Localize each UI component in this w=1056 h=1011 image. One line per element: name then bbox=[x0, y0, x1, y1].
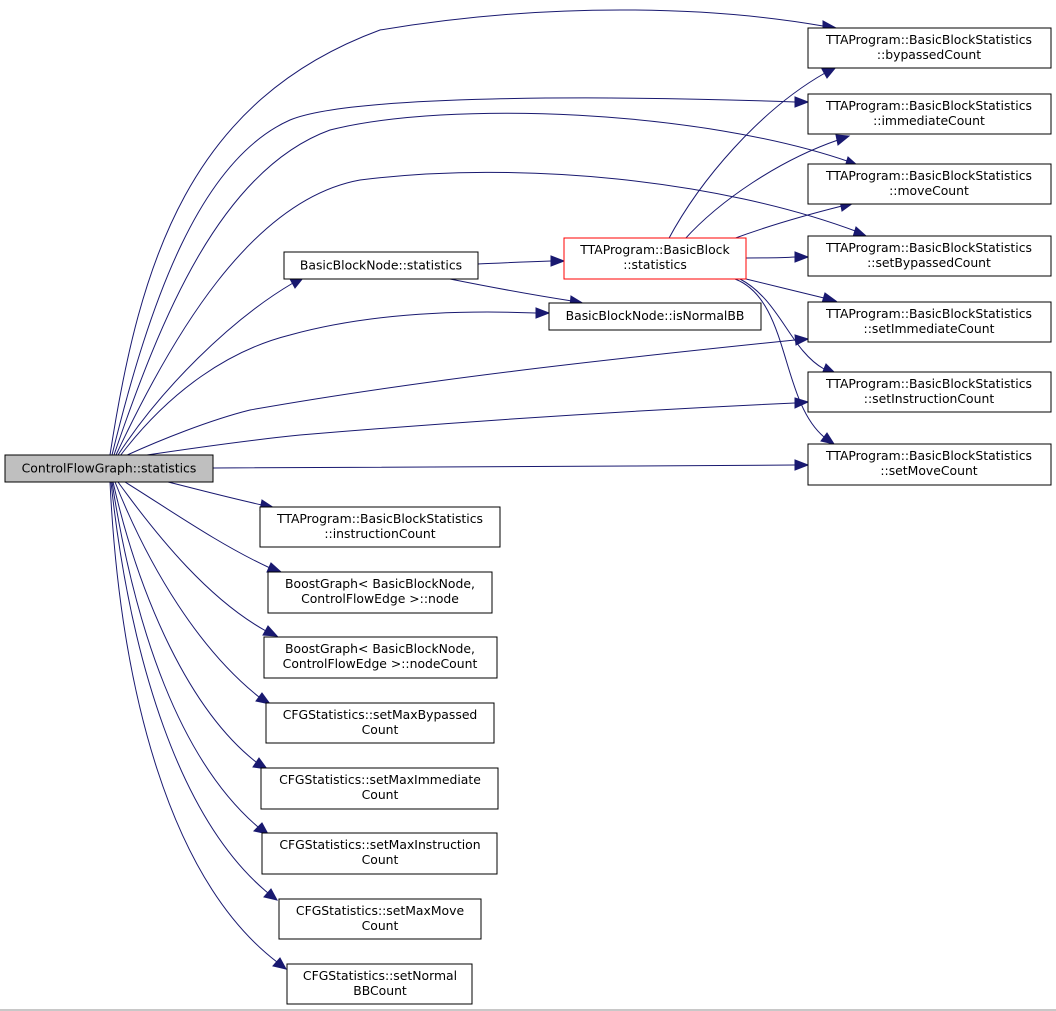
edge-root-bypassed-count bbox=[109, 9, 838, 456]
edge-root-move-count bbox=[113, 112, 860, 456]
node-label-line-2: ControlFlowEdge >::node bbox=[301, 591, 459, 606]
edges bbox=[109, 9, 868, 970]
node-basicblocknode-isnormalbb[interactable]: BasicBlockNode::isNormalBB bbox=[548, 302, 762, 331]
node-setimmediatecount[interactable]: TTAProgram::BasicBlockStatistics ::setIm… bbox=[807, 301, 1052, 343]
edge-root-set-instruction-count bbox=[139, 397, 810, 457]
node-label-line-2: ::setInstructionCount bbox=[864, 391, 995, 406]
node-instructioncount[interactable]: TTAProgram::BasicBlockStatistics ::instr… bbox=[259, 506, 501, 548]
node-cfgstatistics-setmaximmediatecount[interactable]: CFGStatistics::setMaxImmediate Count bbox=[260, 767, 499, 810]
node-label-line-2: ::bypassedCount bbox=[877, 47, 981, 62]
node-immediatecount[interactable]: TTAProgram::BasicBlockStatistics ::immed… bbox=[807, 93, 1052, 135]
node-label-line-1: CFGStatistics::setMaxImmediate bbox=[279, 772, 481, 787]
edge-bbnode-statistics-is-normal-bb bbox=[449, 278, 586, 307]
edge-root-set-max-bypassed bbox=[114, 481, 272, 705]
node-ttaprogram-basicblock-statistics[interactable]: TTAProgram::BasicBlock ::statistics bbox=[563, 237, 747, 280]
edge-root-set-move-count bbox=[212, 459, 810, 471]
node-cfgstatistics-setnormalbbcount[interactable]: CFGStatistics::setNormal BBCount bbox=[286, 963, 473, 1005]
edge-root-boost-node bbox=[124, 481, 283, 573]
node-cfgstatistics-setmaxbypassedcount[interactable]: CFGStatistics::setMaxBypassed Count bbox=[265, 702, 495, 744]
node-setbypassedcount[interactable]: TTAProgram::BasicBlockStatistics ::setBy… bbox=[807, 235, 1052, 277]
node-basicblocknode-statistics[interactable]: BasicBlockNode::statistics bbox=[283, 251, 479, 280]
node-label: ControlFlowGraph::statistics bbox=[22, 461, 197, 476]
edge-root-set-max-instruction bbox=[111, 481, 269, 835]
edge-root-boost-node-count bbox=[117, 481, 279, 637]
node-cfgstatistics-setmaxmovecount[interactable]: CFGStatistics::setMaxMove Count bbox=[278, 898, 482, 940]
edge-root-immediate-count bbox=[111, 96, 810, 456]
node-label-line-1: TTAProgram::BasicBlock bbox=[579, 242, 730, 257]
edge-root-is-normal-bb bbox=[119, 307, 551, 457]
bottom-border bbox=[0, 1009, 1056, 1011]
node-label-line-1: TTAProgram::BasicBlockStatistics bbox=[825, 168, 1032, 183]
edge-bb-statistics-set-immediate-count bbox=[745, 278, 838, 304]
node-label-line-1: TTAProgram::BasicBlockStatistics bbox=[825, 376, 1032, 391]
node-label: BasicBlockNode::statistics bbox=[300, 258, 462, 273]
node-label-line-2: ::instructionCount bbox=[324, 526, 435, 541]
node-label-line-2: Count bbox=[362, 852, 399, 867]
node-setmovecount[interactable]: TTAProgram::BasicBlockStatistics ::setMo… bbox=[807, 443, 1052, 486]
node-label-line-2: ControlFlowEdge >::nodeCount bbox=[283, 656, 478, 671]
node-label-line-1: CFGStatistics::setMaxMove bbox=[296, 903, 464, 918]
edge-root-set-max-immediate bbox=[112, 481, 269, 770]
node-label-line-1: BoostGraph< BasicBlockNode, bbox=[285, 576, 475, 591]
node-setinstructioncount[interactable]: TTAProgram::BasicBlockStatistics ::setIn… bbox=[807, 371, 1052, 413]
edge-root-set-normal-bb-count bbox=[109, 481, 287, 970]
node-label-line-2: ::setBypassedCount bbox=[867, 255, 991, 270]
node-movecount[interactable]: TTAProgram::BasicBlockStatistics ::moveC… bbox=[807, 163, 1052, 205]
node-cfgstatistics-setmaxinstructioncount[interactable]: CFGStatistics::setMaxInstruction Count bbox=[261, 832, 498, 875]
node-label-line-2: ::setImmediateCount bbox=[864, 321, 995, 336]
node-label-line-1: TTAProgram::BasicBlockStatistics bbox=[825, 32, 1032, 47]
edge-bb-statistics-immediate-count bbox=[683, 134, 851, 241]
node-label-line-1: CFGStatistics::setNormal bbox=[303, 968, 457, 983]
nodes: ControlFlowGraph::statistics BasicBlockN… bbox=[4, 27, 1052, 1005]
edge-bb-statistics-set-move-count bbox=[734, 278, 836, 445]
node-label-line-1: TTAProgram::BasicBlockStatistics bbox=[276, 511, 483, 526]
node-label-line-2: Count bbox=[362, 722, 399, 737]
edge-bb-statistics-set-bypassed-count bbox=[745, 251, 810, 263]
node-label-line-1: CFGStatistics::setMaxInstruction bbox=[279, 837, 480, 852]
node-label-line-1: TTAProgram::BasicBlockStatistics bbox=[825, 306, 1032, 321]
node-label-line-2: Count bbox=[362, 787, 399, 802]
node-label: BasicBlockNode::isNormalBB bbox=[566, 308, 745, 323]
node-boostgraph-nodecount[interactable]: BoostGraph< BasicBlockNode, ControlFlowE… bbox=[263, 636, 498, 679]
node-label-line-2: ::statistics bbox=[623, 257, 687, 272]
node-controlflowgraph-statistics[interactable]: ControlFlowGraph::statistics bbox=[4, 454, 214, 483]
edge-root-instruction-count bbox=[167, 481, 276, 511]
edge-root-set-max-move bbox=[110, 481, 278, 901]
edge-bbnode-statistics-bb-statistics bbox=[477, 255, 566, 267]
node-boostgraph-node[interactable]: BoostGraph< BasicBlockNode, ControlFlowE… bbox=[267, 571, 493, 614]
node-label-line-1: TTAProgram::BasicBlockStatistics bbox=[825, 98, 1032, 113]
edge-bb-statistics-move-count bbox=[729, 200, 855, 241]
node-label-line-2: ::immediateCount bbox=[873, 113, 985, 128]
edge-root-set-immediate-count bbox=[124, 334, 810, 457]
node-bypassedcount[interactable]: TTAProgram::BasicBlockStatistics ::bypas… bbox=[807, 27, 1052, 69]
node-label-line-2: Count bbox=[362, 918, 399, 933]
node-label-line-2: BBCount bbox=[353, 983, 407, 998]
node-label-line-1: TTAProgram::BasicBlockStatistics bbox=[825, 448, 1032, 463]
node-label-line-1: BoostGraph< BasicBlockNode, bbox=[285, 641, 475, 656]
node-label-line-2: ::moveCount bbox=[889, 183, 969, 198]
node-label-line-1: TTAProgram::BasicBlockStatistics bbox=[825, 240, 1032, 255]
node-label-line-1: CFGStatistics::setMaxBypassed bbox=[283, 707, 478, 722]
node-label-line-2: ::setMoveCount bbox=[880, 463, 977, 478]
edge-bb-statistics-bypassed-count bbox=[667, 66, 838, 241]
